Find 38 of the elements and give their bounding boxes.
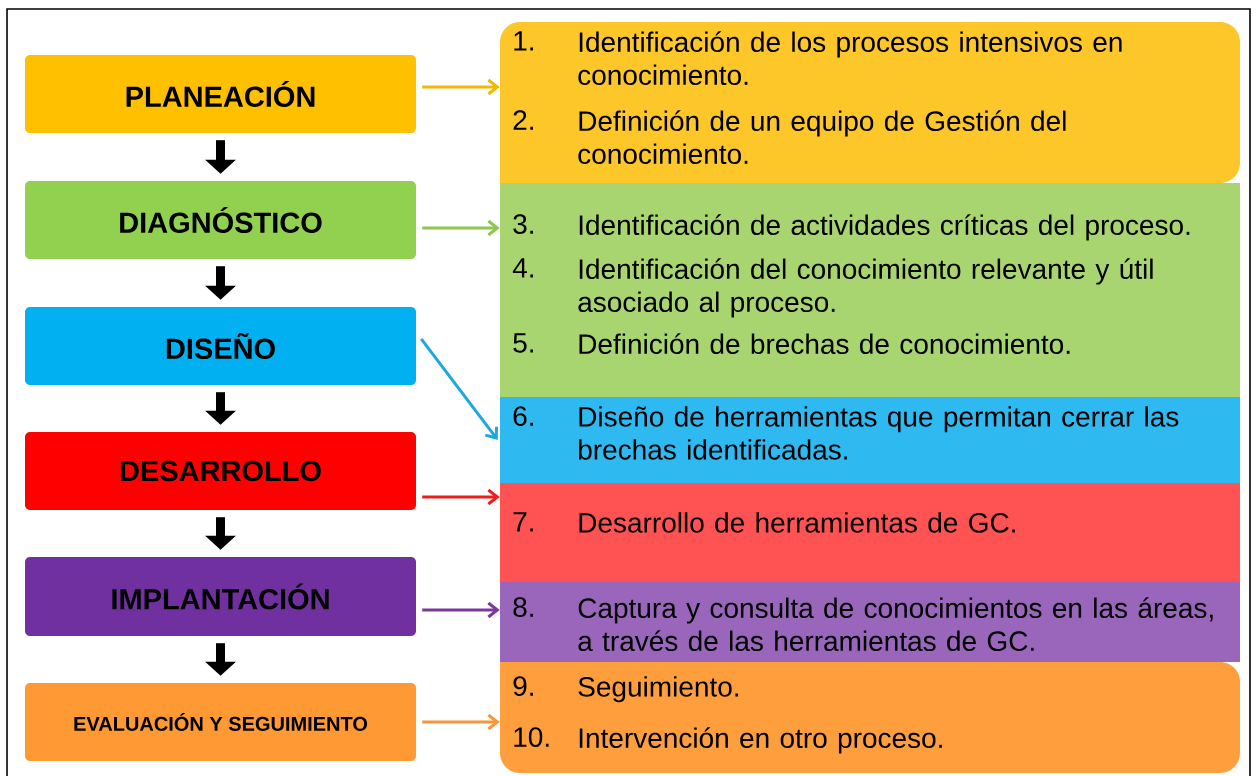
arrow [422, 488, 500, 506]
arrow [420, 337, 498, 440]
step-band [500, 662, 1240, 773]
phase-box: PLANEACIÓN [25, 55, 416, 133]
arrow [422, 219, 500, 237]
arrow [422, 713, 500, 731]
step-band [500, 183, 1240, 397]
arrow [422, 601, 500, 619]
step-band [500, 22, 1240, 183]
list-item: Identificación del conocimiento relevante y útil asociado al proceso. [578, 258, 1153, 318]
item-number: 7. [513, 512, 533, 532]
list-item: Identificación de actividades críticas del proceso. [579, 214, 1190, 241]
item-number: 5. [513, 333, 533, 353]
phase-box: EVALUACIÓN Y SEGUIMIENTO [25, 683, 416, 761]
list-item: Intervención en otro proceso. [579, 727, 942, 754]
item-number: 4. [512, 258, 533, 278]
list-item: Seguimiento. [578, 676, 739, 703]
item-number: 9. [513, 676, 533, 696]
list-item: Desarrollo de herramientas de GC. [579, 512, 1015, 533]
list-item: Identificación de los procesos intensivos en conocimiento. [578, 31, 1122, 86]
step-band [500, 483, 1240, 582]
item-number: 1. [514, 31, 533, 51]
step-band [500, 582, 1240, 662]
list-item: Definición de brechas de conocimiento. [579, 333, 1070, 355]
phase-box: DIAGNÓSTICO [25, 181, 416, 259]
list-item: Definición de un equipo de Gestión del conocimiento. [578, 110, 1066, 165]
phase-box: DESARROLLO [25, 432, 416, 510]
item-number: 8. [513, 597, 533, 617]
item-number: 10. [514, 727, 549, 747]
step-band [500, 397, 1240, 483]
item-number: 2. [513, 110, 533, 130]
phase-box: IMPLANTACIÓN [25, 557, 416, 636]
item-number: 6. [513, 406, 533, 426]
phase-box: DISEÑO [25, 307, 416, 385]
arrow [422, 78, 500, 96]
list-item: Captura y consulta de conocimientos en las áreas, a través de las herramientas de GC. [578, 597, 1213, 652]
item-number: 3. [513, 214, 533, 234]
list-item: Diseño de herramientas que permitan cerrar las brechas identificadas. [579, 406, 1179, 460]
